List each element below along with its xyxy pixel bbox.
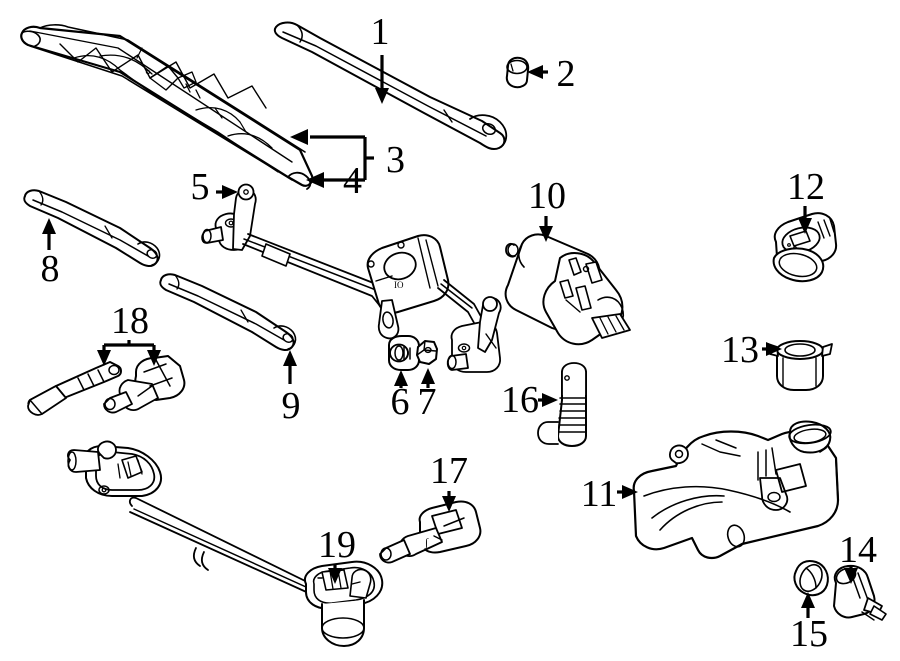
callout-2[interactable]: 2	[527, 53, 576, 95]
part-washer-fluid-reservoir[interactable]	[632, 420, 840, 560]
callout-15-label: 15	[790, 613, 828, 655]
part-pivot-bushing-spacer[interactable]	[388, 335, 420, 371]
part-reservoir-filler-neck-cap[interactable]	[767, 340, 833, 391]
callout-18-label: 18	[111, 300, 149, 342]
callout-19[interactable]: 19	[318, 524, 356, 584]
part-washer-nozzle-hood-right[interactable]: ∫	[379, 500, 482, 564]
part-front-wiper-arm-left[interactable]	[23, 189, 161, 267]
part-wiper-arm-nut-cap[interactable]	[505, 56, 530, 89]
callout-10[interactable]: 10	[528, 175, 566, 242]
callout-7-label: 7	[418, 381, 437, 423]
callout-16[interactable]: 16	[501, 379, 558, 421]
part-rear-wiper-arm[interactable]	[273, 21, 508, 151]
callout-10-label: 10	[528, 175, 566, 217]
callout-8-label: 8	[41, 248, 60, 290]
callout-8[interactable]: 8	[41, 218, 60, 290]
callout-13[interactable]: 13	[721, 329, 782, 371]
callout-17-label: 17	[430, 450, 468, 492]
part-wiper-blade-assembly[interactable]	[20, 24, 314, 190]
part-washer-pump-reservoir[interactable]	[537, 362, 587, 447]
callout-13-label: 13	[721, 329, 759, 371]
callout-1-label: 1	[371, 11, 390, 53]
callout-5[interactable]: 5	[191, 166, 239, 208]
callout-18[interactable]: 18	[97, 300, 161, 366]
callout-14-label: 14	[839, 529, 877, 571]
part-washer-hose-connectors[interactable]	[27, 355, 186, 416]
part-washer-hose-assembly[interactable]	[67, 440, 354, 612]
part-front-wiper-arm-right[interactable]	[159, 273, 297, 351]
callout-12[interactable]: 12	[787, 166, 825, 234]
callout-4-label: 4	[343, 160, 362, 202]
callout-1[interactable]: 1	[371, 11, 390, 104]
callout-3-label: 3	[386, 139, 405, 181]
part-wiper-linkage-assembly[interactable]: IO	[201, 183, 502, 373]
callout-7[interactable]: 7	[418, 368, 437, 423]
part-pivot-shaft-nut[interactable]	[416, 340, 438, 365]
svg-text:IO: IO	[394, 280, 404, 290]
callout-3[interactable]: 3	[290, 129, 405, 182]
callout-9[interactable]: 9	[282, 350, 301, 427]
part-washer-nozzle-cowl[interactable]	[772, 212, 838, 283]
callout-16-label: 16	[501, 379, 539, 421]
part-wiper-motor[interactable]	[504, 233, 631, 346]
callout-9-label: 9	[282, 385, 301, 427]
callout-15[interactable]: 15	[790, 592, 828, 655]
part-washer-pump-motor[interactable]	[833, 564, 887, 621]
part-washer-nozzle-hood-left[interactable]	[304, 560, 384, 647]
callout-14[interactable]: 14	[839, 529, 877, 584]
svg-text:∫: ∫	[424, 537, 429, 549]
callout-19-label: 19	[318, 524, 356, 566]
callout-17[interactable]: 17	[430, 450, 468, 512]
callout-6[interactable]: 6	[391, 370, 410, 423]
callout-12-label: 12	[787, 166, 825, 208]
callout-11[interactable]: 11	[581, 473, 638, 515]
part-pump-grommet-seal[interactable]	[793, 560, 829, 597]
callout-2-label: 2	[557, 53, 576, 95]
callout-4[interactable]: 4	[306, 160, 362, 202]
callout-5-label: 5	[191, 166, 210, 208]
callout-11-label: 11	[581, 473, 618, 515]
callout-6-label: 6	[391, 381, 410, 423]
